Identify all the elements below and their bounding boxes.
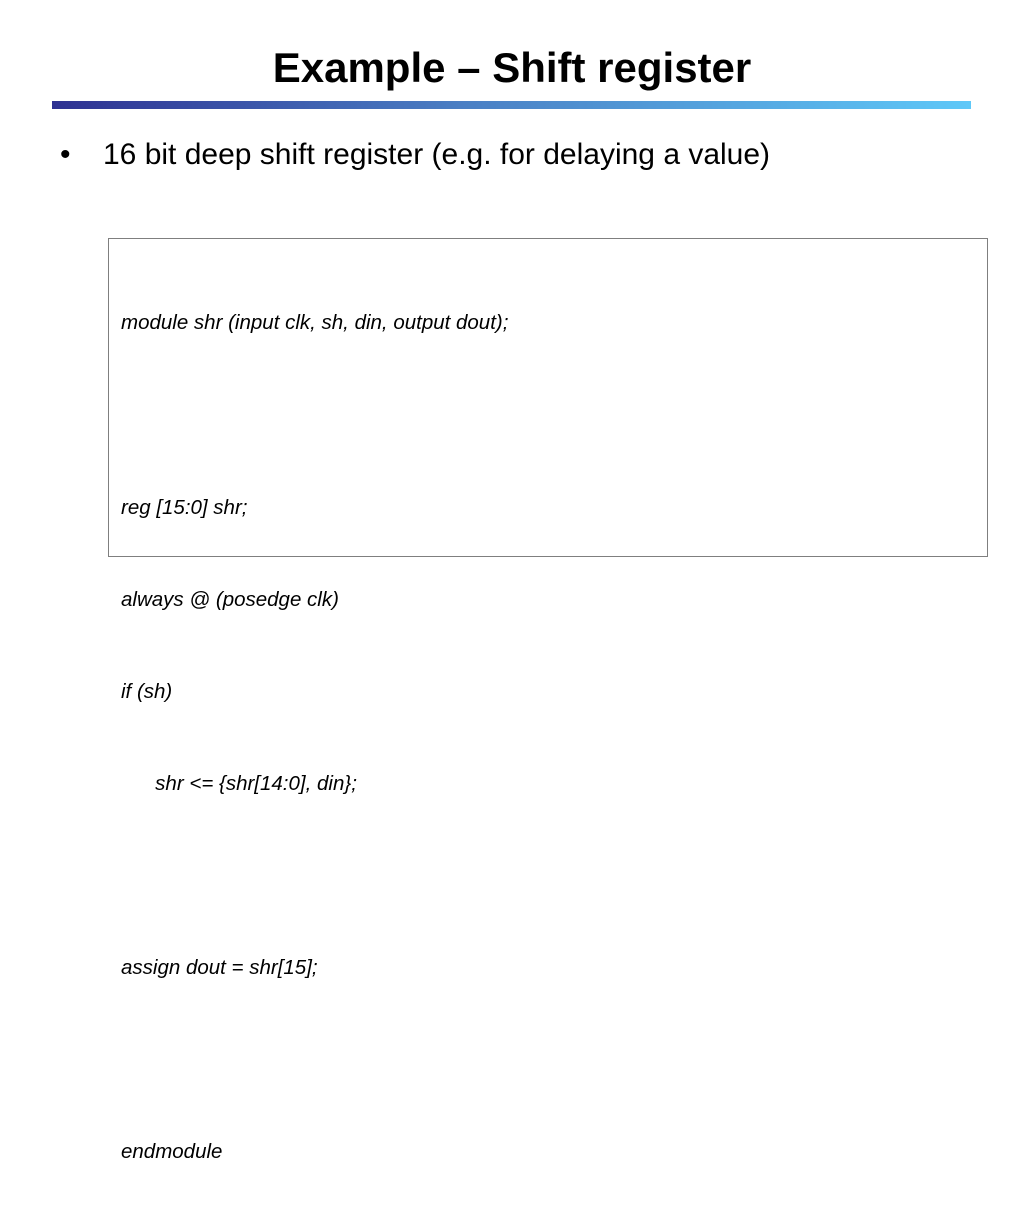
- code-line: always @ (posedge clk): [121, 587, 339, 611]
- code-line: assign dout = shr[15];: [121, 956, 318, 980]
- code-line: [121, 861, 508, 892]
- code-line: [121, 401, 508, 432]
- code-line: reg [15:0] shr;: [121, 495, 248, 519]
- code-box: module shr (input clk, sh, din, output d…: [108, 238, 988, 1163]
- code-line: shr <= {shr[14:0], din};: [121, 771, 357, 795]
- code-listing: module shr (input clk, sh, din, output d…: [121, 247, 508, 1229]
- code-line: [121, 1045, 508, 1076]
- slide-title: Example – Shift register: [272, 44, 752, 91]
- bullet-marker: •: [60, 138, 71, 171]
- code-line: module shr (input clk, sh, din, output d…: [121, 311, 509, 335]
- code-line: if (sh): [121, 679, 173, 703]
- title-underline-bar: [52, 101, 971, 109]
- bullet-text: 16 bit deep shift register (e.g. for del…: [103, 138, 771, 171]
- code-line: endmodule: [121, 1140, 223, 1164]
